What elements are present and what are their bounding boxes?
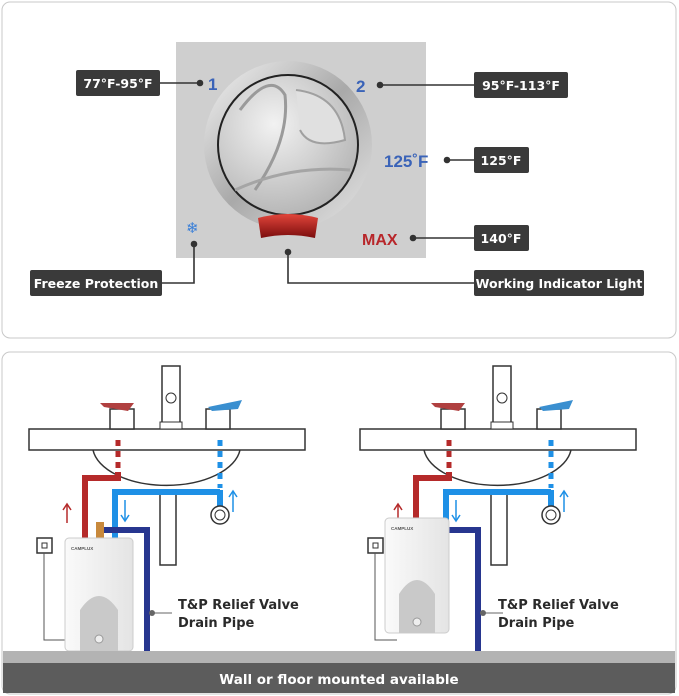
sink-plumbing-left — [28, 365, 306, 651]
water-heater-left: CAMPLUX — [64, 537, 134, 652]
callout-setting-1: 77°F-95°F — [76, 70, 160, 96]
svg-text:CAMPLUX: CAMPLUX — [391, 526, 413, 531]
svg-text:CAMPLUX: CAMPLUX — [71, 546, 93, 551]
tp-valve-label-left: T&P Relief Valve — [178, 598, 299, 613]
svg-text:140°F: 140°F — [481, 231, 522, 246]
footer-text: Wall or floor mounted available — [219, 672, 458, 688]
svg-text:95°F-113°F: 95°F-113°F — [482, 78, 560, 93]
indicator-light — [258, 214, 318, 238]
svg-text:77°F-95°F: 77°F-95°F — [83, 76, 152, 91]
callout-setting-2: 95°F-113°F — [474, 72, 568, 98]
callout-lines — [160, 79, 474, 284]
dial-mark-125: 125˚F — [384, 152, 428, 171]
dial-mark-2: 2 — [356, 77, 365, 96]
callout-indicator: Working Indicator Light — [474, 270, 644, 296]
svg-text:Working Indicator Light: Working Indicator Light — [476, 276, 643, 291]
dial-mark-max: MAX — [362, 232, 398, 249]
callout-setting-125: 125°F — [474, 147, 529, 173]
callout-freeze: Freeze Protection — [30, 270, 162, 296]
tp-valve-label-right: T&P Relief Valve — [498, 598, 619, 613]
drain-pipe-label-right: Drain Pipe — [498, 616, 575, 631]
drain-pipe-label-left: Drain Pipe — [178, 616, 255, 631]
dial-mark-1: 1 — [208, 75, 217, 94]
water-heater-right: CAMPLUX — [384, 517, 450, 634]
callout-setting-max: 140°F — [474, 225, 529, 251]
temperature-knob[interactable] — [204, 61, 372, 229]
svg-text:Freeze Protection: Freeze Protection — [34, 276, 159, 291]
snowflake-icon: ❄ — [186, 220, 199, 237]
footer-banner — [3, 663, 675, 693]
floor — [3, 651, 675, 663]
svg-text:125°F: 125°F — [481, 153, 522, 168]
